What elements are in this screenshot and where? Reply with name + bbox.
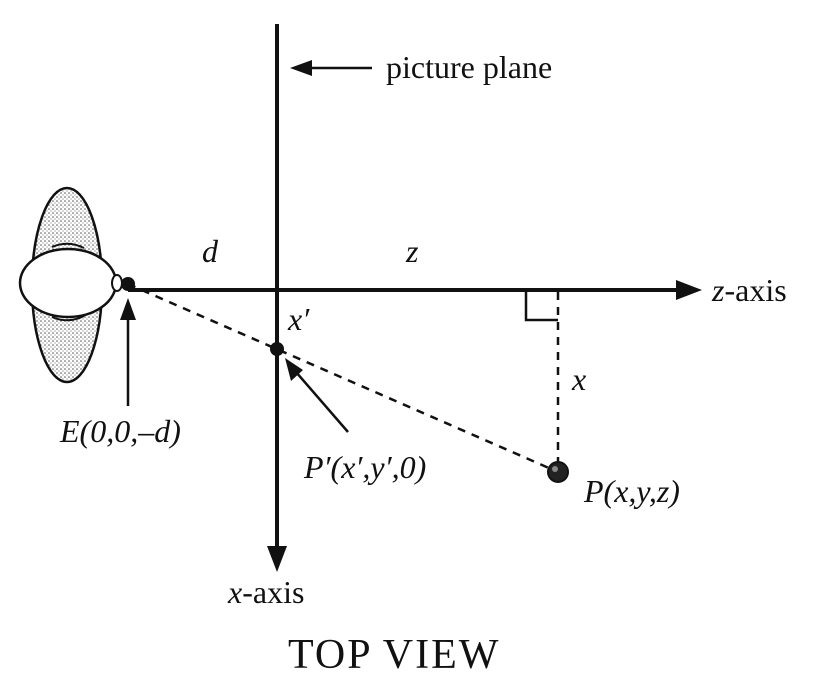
z-axis-label-suffix: -axis [724,272,786,308]
x-prime-label: x′ [287,301,310,337]
x-axis-label: x-axis [227,574,304,610]
eye-point-pointer-arrowhead [120,298,136,320]
x-distance-label: x [571,361,586,397]
z-axis-label: z-axis [711,272,787,308]
x-axis-label-var: x [227,574,242,610]
head-hair-top [51,242,85,249]
z-label: z [405,233,419,269]
x-axis-label-suffix: -axis [242,574,304,610]
viewer-head [18,186,123,384]
head-hair-bottom [51,315,85,322]
picture-plane-label: picture plane [386,49,552,85]
point-p-dot [547,461,569,483]
projected-point-label: P′(x′,y′,0) [303,449,426,485]
nose-tip [111,274,123,292]
point-p-label: P(x,y,z) [583,473,680,509]
x-axis-arrowhead [267,546,287,572]
z-axis-label-var: z [711,272,725,308]
point-p-highlight [552,466,558,472]
projected-point-dot [270,342,284,356]
face-outline [18,247,118,319]
d-label: d [202,233,219,269]
picture-plane-pointer-arrowhead [290,60,312,76]
z-axis-arrowhead [676,280,702,300]
diagram-title: TOP VIEW [288,632,500,678]
projection-line [127,282,559,474]
right-angle-marker [524,292,558,322]
projected-point-pointer-line [295,371,349,433]
eye-point-label: E(0,0,–d) [59,413,181,449]
projected-point-pointer-arrowhead [285,358,303,381]
